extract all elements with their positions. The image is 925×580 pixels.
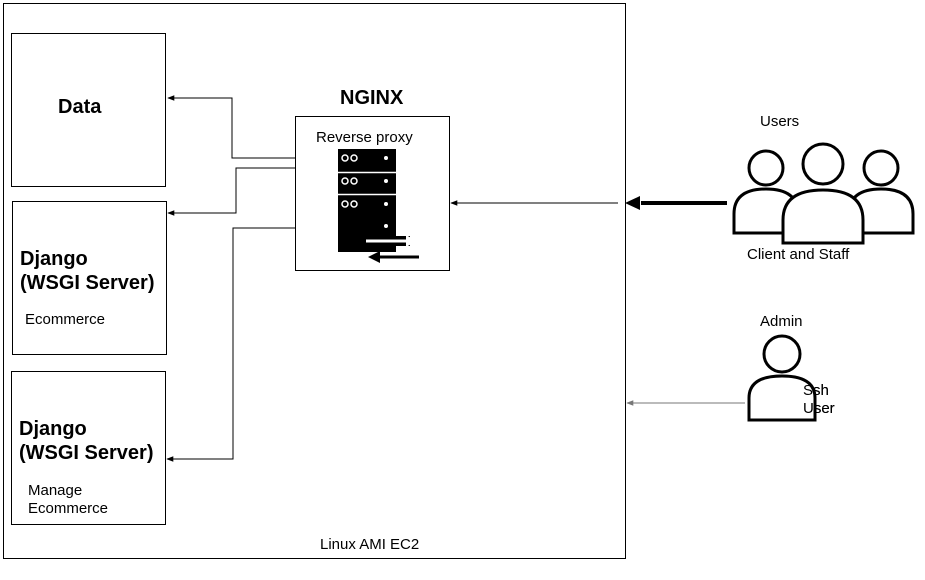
connector-nginx-django-manage xyxy=(166,227,295,462)
nginx-title: NGINX xyxy=(340,87,404,109)
nginx-subtitle: Reverse proxy xyxy=(316,129,413,146)
admin-caption-overlay-1: Ssh xyxy=(803,382,829,399)
connector-nginx-data xyxy=(167,95,295,159)
django-manage-title-2: (WSGI Server) xyxy=(19,442,154,464)
django-ecommerce-box xyxy=(12,201,167,355)
users-caption: Client and Staff xyxy=(747,246,850,263)
ec2-label: Linux AMI EC2 xyxy=(320,536,420,553)
django-manage-title-1: Django xyxy=(19,418,87,440)
django-ecommerce-title-2: (WSGI Server) xyxy=(20,272,155,294)
django-manage-subtitle-1: Manage xyxy=(28,482,83,499)
user-icon xyxy=(747,334,817,422)
django-ecommerce-title-1: Django xyxy=(20,248,88,270)
data-box xyxy=(11,33,166,187)
connector-users-ec2-head xyxy=(625,196,640,210)
admin-caption-overlay-2: User xyxy=(803,400,835,417)
server-icon xyxy=(338,149,419,263)
django-ecommerce-subtitle: Ecommerce xyxy=(25,311,106,328)
django-manage-subtitle-2: Ecommerce xyxy=(28,500,109,517)
connector-nginx-django-ecommerce xyxy=(167,167,295,216)
admin-title: Admin xyxy=(760,313,803,330)
users-group-icon xyxy=(732,142,915,245)
users-title: Users xyxy=(760,113,800,130)
django-manage-box xyxy=(11,371,166,525)
data-box-title: Data xyxy=(58,96,102,118)
